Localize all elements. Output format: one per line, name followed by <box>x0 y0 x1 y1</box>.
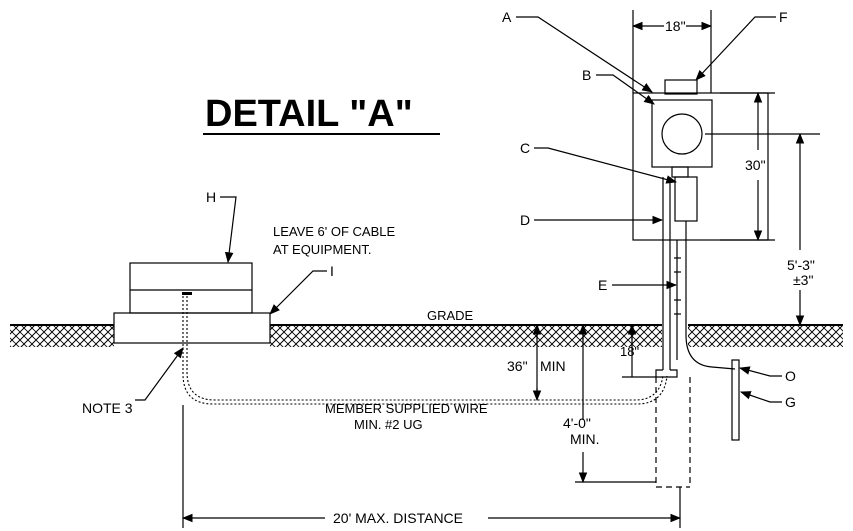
label-g: G <box>785 394 796 410</box>
label-d: D <box>520 212 530 228</box>
leader-g <box>739 391 782 403</box>
leader-c <box>534 147 678 184</box>
disconnect-box <box>674 176 698 222</box>
meter-base <box>651 99 713 168</box>
equipment-pad <box>113 312 271 344</box>
dim-4ft-depth-1: 4'-0" <box>563 415 591 431</box>
dim-18-width: 18" <box>665 18 686 34</box>
meter-top-cap <box>664 79 698 95</box>
meter-nipple <box>671 166 689 178</box>
dim-meter-height-2: ±3" <box>793 272 813 288</box>
dim-36-min: MIN <box>540 358 566 374</box>
equipment-unit <box>129 262 253 314</box>
meter-backboard <box>632 92 769 241</box>
ground-hatch-right <box>688 325 843 347</box>
dim-meter-height-1: 5'-3" <box>787 257 815 273</box>
label-c: C <box>520 140 530 156</box>
label-e: E <box>598 277 607 293</box>
equipment-knockout <box>182 292 192 295</box>
note-wire-1: MEMBER SUPPLIED WIRE <box>325 401 488 416</box>
label-f: F <box>779 9 788 25</box>
dim-30-height: 30" <box>745 157 766 173</box>
meter-globe <box>661 113 703 155</box>
leader-a <box>516 16 653 93</box>
ground-rod <box>731 359 740 441</box>
leader-note-3 <box>135 347 184 401</box>
leader-f <box>695 16 776 81</box>
note-wire-2: MIN. #2 UG <box>354 417 423 432</box>
leader-b <box>596 74 655 105</box>
label-h: H <box>206 189 216 205</box>
leader-o <box>738 366 782 377</box>
label-i: I <box>330 263 334 279</box>
note-leave-cable-2: AT EQUIPMENT. <box>273 242 371 257</box>
ground-hatch-mid <box>270 325 662 347</box>
label-note-3: NOTE 3 <box>82 400 133 416</box>
leader-h <box>220 196 237 264</box>
label-o: O <box>785 368 796 384</box>
dim-max-distance: 20' MAX. DISTANCE <box>333 510 463 526</box>
dim-36-depth: 36" <box>507 358 528 374</box>
underground-cable-2 <box>182 296 668 405</box>
note-leave-cable-1: LEAVE 6' OF CABLE <box>273 224 396 239</box>
ground-conductor <box>685 221 736 370</box>
leader-i <box>269 270 327 315</box>
detail-title: DETAIL "A" <box>205 93 413 135</box>
dim-4ft-depth-2: MIN. <box>570 431 600 447</box>
label-grade: GRADE <box>427 308 474 323</box>
label-b: B <box>582 67 591 83</box>
underground-cable <box>186 296 664 401</box>
ground-hatch-left <box>10 325 114 347</box>
label-a: A <box>502 9 512 25</box>
dim-18-depth: 18" <box>620 344 639 359</box>
riser-elbow <box>655 369 678 378</box>
